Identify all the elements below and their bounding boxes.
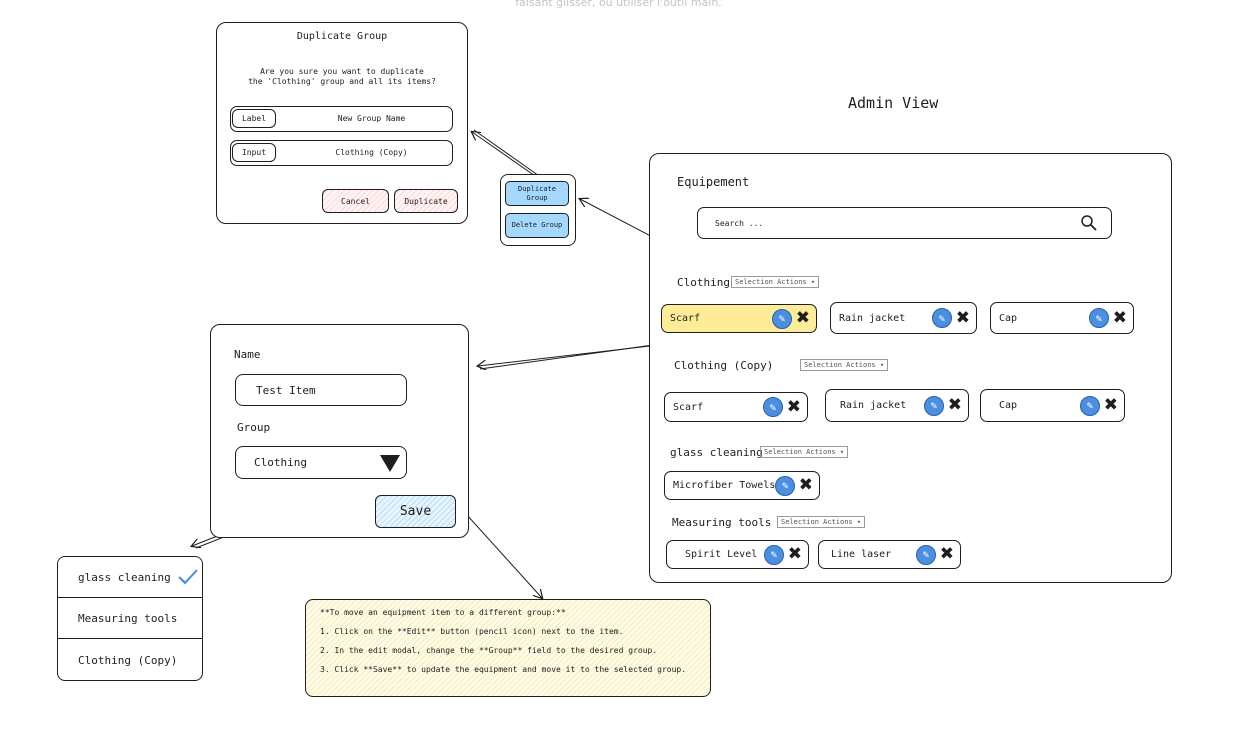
admin-view-label: Admin View bbox=[848, 94, 939, 112]
pencil-icon[interactable]: ✎ bbox=[771, 308, 792, 329]
dropdown-option-measuring-tools[interactable]: Measuring tools bbox=[58, 599, 202, 639]
duplicate-modal-title: Duplicate Group bbox=[296, 31, 388, 42]
save-button[interactable]: Save bbox=[375, 495, 456, 528]
item-label: Cap bbox=[999, 400, 1018, 411]
item-rain-jacket-copy[interactable]: Rain jacket ✎ ✖ bbox=[825, 389, 969, 422]
item-label: Scarf bbox=[673, 401, 704, 413]
item-microfiber-towels[interactable]: Microfiber Towels ✎ ✖ bbox=[664, 471, 820, 500]
item-cap[interactable]: Cap ✎ ✖ bbox=[990, 302, 1134, 334]
new-group-name-field[interactable]: Label New Group Name bbox=[230, 106, 453, 132]
item-scarf-copy[interactable]: Scarf ✎ ✖ bbox=[664, 392, 808, 422]
selection-actions-clothing-copy[interactable]: Selection Actions ▾ bbox=[800, 359, 889, 371]
search-input[interactable]: Search ... bbox=[697, 207, 1112, 239]
pencil-icon[interactable]: ✎ bbox=[931, 308, 952, 328]
item-scarf[interactable]: Scarf ✎ ✖ bbox=[661, 304, 817, 333]
instructions-note: **To move an equipment item to a differe… bbox=[305, 599, 711, 697]
selection-actions-clothing[interactable]: Selection Actions ▾ bbox=[731, 276, 820, 288]
input-tag: Input bbox=[232, 143, 276, 162]
close-icon[interactable]: ✖ bbox=[1103, 395, 1118, 415]
pencil-icon[interactable]: ✎ bbox=[1079, 395, 1100, 416]
close-icon[interactable]: ✖ bbox=[955, 307, 970, 328]
edit-item-modal: Name Test Item Group Clothing Save bbox=[210, 324, 469, 538]
close-icon[interactable]: ✖ bbox=[1112, 307, 1127, 328]
note-line-1: **To move an equipment item to a differe… bbox=[320, 608, 566, 617]
pencil-icon[interactable]: ✎ bbox=[1088, 308, 1109, 328]
arrow-menu-to-duplicate-modal bbox=[472, 132, 539, 179]
item-cap-copy[interactable]: Cap ✎ ✖ bbox=[980, 389, 1125, 422]
group-context-menu: Duplicate Group Delete Group bbox=[500, 174, 576, 246]
item-line-laser[interactable]: Line laser ✎ ✖ bbox=[818, 540, 961, 569]
duplicate-modal-message-1: Are you sure you want to duplicate bbox=[260, 67, 424, 76]
dropdown-option-label: glass cleaning bbox=[78, 570, 171, 584]
duplicate-modal-message-2: the 'Clothing' group and all its items? bbox=[248, 77, 436, 86]
note-line-3: 2. In the edit modal, change the **Group… bbox=[320, 646, 658, 655]
label-tag: Label bbox=[232, 109, 276, 128]
group-title-glass-cleaning: glass cleaning bbox=[670, 446, 763, 459]
dropdown-arrow-icon bbox=[380, 455, 400, 472]
dropdown-option-clothing-copy[interactable]: Clothing (Copy) bbox=[78, 653, 178, 667]
pencil-icon[interactable]: ✎ bbox=[915, 544, 936, 565]
name-input[interactable]: Test Item bbox=[235, 374, 407, 406]
close-icon[interactable]: ✖ bbox=[795, 308, 810, 328]
search-icon bbox=[1081, 215, 1097, 231]
item-rain-jacket[interactable]: Rain jacket ✎ ✖ bbox=[830, 302, 977, 334]
group-name-input[interactable]: Input Clothing (Copy) bbox=[230, 140, 453, 166]
dropdown-option-glass-cleaning[interactable]: glass cleaning bbox=[58, 557, 202, 598]
group-name-input-value: Clothing (Copy) bbox=[335, 148, 408, 157]
group-dropdown-list: glass cleaning Measuring tools Clothing … bbox=[57, 556, 203, 681]
equipment-panel: Equipement Search ... Clothing Selection… bbox=[649, 153, 1172, 583]
arrow-menu-to-duplicate-modal-2 bbox=[473, 129, 543, 179]
hint-text: faisant glisser, ou utiliser l'outil mai… bbox=[515, 0, 722, 9]
cancel-button[interactable]: Cancel bbox=[322, 189, 389, 213]
search-placeholder: Search ... bbox=[715, 219, 764, 228]
item-label: Rain jacket bbox=[840, 400, 907, 411]
item-label: Spirit Level bbox=[685, 549, 758, 560]
delete-group-menu-item[interactable]: Delete Group bbox=[505, 213, 569, 238]
pencil-icon[interactable]: ✎ bbox=[762, 397, 783, 417]
equipment-title: Equipement bbox=[677, 175, 750, 189]
item-label: Line laser bbox=[831, 549, 892, 560]
close-icon[interactable]: ✖ bbox=[786, 396, 801, 417]
selection-actions-measuring-tools[interactable]: Selection Actions ▾ bbox=[777, 516, 866, 528]
group-select-value: Clothing bbox=[254, 456, 307, 469]
item-label: Microfiber Towels bbox=[673, 480, 776, 491]
name-label: Name bbox=[234, 348, 261, 361]
note-line-4: 3. Click **Save** to update the equipmen… bbox=[320, 665, 687, 674]
selection-actions-glass-cleaning[interactable]: Selection Actions ▾ bbox=[760, 446, 849, 458]
close-icon[interactable]: ✖ bbox=[939, 544, 954, 564]
pencil-icon[interactable]: ✎ bbox=[775, 475, 795, 496]
new-group-name-text: New Group Name bbox=[337, 114, 406, 123]
duplicate-group-modal: Duplicate Group Are you sure you want to… bbox=[216, 22, 468, 224]
duplicate-group-menu-item[interactable]: Duplicate Group bbox=[505, 181, 569, 206]
close-icon[interactable]: ✖ bbox=[787, 544, 802, 564]
check-icon bbox=[178, 569, 198, 585]
group-label: Group bbox=[237, 421, 271, 434]
close-icon[interactable]: ✖ bbox=[947, 395, 962, 415]
group-title-clothing-copy: Clothing (Copy) bbox=[674, 359, 774, 372]
duplicate-button[interactable]: Duplicate bbox=[394, 189, 458, 213]
item-label: Scarf bbox=[670, 313, 701, 324]
item-label: Cap bbox=[999, 312, 1018, 324]
group-title-measuring-tools: Measuring tools bbox=[672, 516, 772, 529]
group-select[interactable]: Clothing bbox=[235, 446, 407, 479]
close-icon[interactable]: ✖ bbox=[798, 475, 813, 495]
item-label: Rain jacket bbox=[839, 312, 906, 324]
item-spirit-level[interactable]: Spirit Level ✎ ✖ bbox=[666, 540, 809, 569]
group-title-clothing: Clothing bbox=[677, 276, 730, 289]
pencil-icon[interactable]: ✎ bbox=[923, 395, 944, 416]
pencil-icon[interactable]: ✎ bbox=[763, 544, 784, 565]
note-line-2: 1. Click on the **Edit** button (pencil … bbox=[320, 627, 624, 636]
